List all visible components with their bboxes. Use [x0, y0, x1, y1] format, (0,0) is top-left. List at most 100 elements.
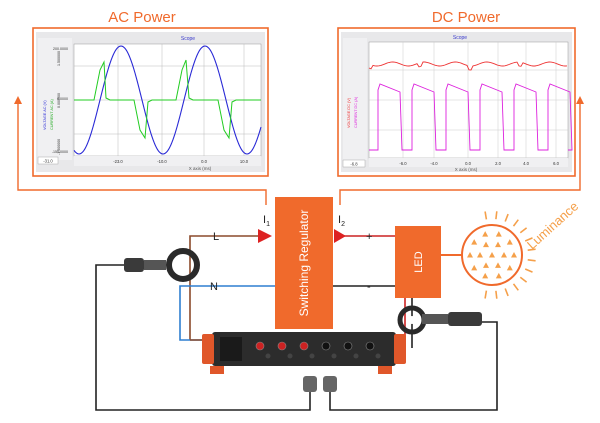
clamp-body — [422, 314, 448, 324]
dc-probe-plug — [323, 376, 337, 392]
input-jack-small — [331, 353, 337, 359]
line-label: L — [213, 231, 219, 243]
led-chip — [471, 239, 478, 245]
led-chip — [495, 231, 502, 237]
light-ray — [504, 288, 509, 297]
dc-x-axis-title: X axis (ms) — [455, 167, 478, 172]
current-in-arrow — [258, 229, 272, 243]
light-ray — [504, 213, 509, 222]
analyzer-display — [220, 337, 242, 361]
led-label: LED — [413, 251, 425, 272]
dc-current-axis-label: CURRENT DC (A) — [354, 96, 358, 128]
ac-feedback-arrowhead — [14, 96, 22, 104]
input-jack — [255, 341, 265, 351]
dc-x-corner-box — [342, 159, 366, 168]
ac-y-right-tick: 0.000000 — [57, 93, 61, 108]
dc-feedback-arrowhead — [576, 96, 584, 104]
neutral-label: N — [210, 281, 218, 293]
clamp-opening — [408, 316, 416, 324]
power-analyzer-icon — [202, 332, 406, 374]
light-ray — [512, 283, 519, 291]
input-jack — [277, 341, 287, 351]
clamp-jaw — [166, 248, 200, 282]
current-out-arrow — [334, 229, 346, 243]
dc-x-axis-panel — [369, 158, 568, 167]
switching-regulator-label: Switching Regulator — [297, 210, 311, 317]
ac-probe-plug — [303, 376, 317, 392]
light-ray — [495, 290, 498, 299]
analyzer-bumper-left — [202, 334, 214, 364]
ac-y-right-tick: 1.500000 — [57, 51, 61, 66]
light-ray — [484, 290, 488, 299]
ac-x-corner-value: -31.0 — [43, 159, 53, 164]
input-jack-small — [309, 353, 315, 359]
led-chip — [483, 262, 489, 268]
ac-power-title: AC Power — [108, 9, 176, 26]
led-bulb-icon: Luminance — [461, 199, 581, 299]
dc-y-axis-panel — [343, 38, 367, 160]
dc-scope-title: Scope — [453, 35, 467, 41]
ac-voltage-axis-label: VOLTAGE AC (V) — [43, 100, 47, 130]
current-clamp-ac-icon — [124, 248, 200, 282]
input-jack — [343, 341, 353, 351]
bulb-cells — [467, 231, 517, 279]
ac-x-axis-panel — [74, 156, 261, 166]
dc-x-tick: -6.0 — [399, 161, 407, 166]
clamp-handle — [124, 258, 144, 272]
led-chip — [482, 231, 489, 237]
current-in-label: I1 — [263, 214, 270, 228]
led-chip — [495, 272, 502, 279]
ac-y-left-tick: 200.0000 — [53, 47, 68, 51]
line-wire — [189, 235, 258, 340]
ac-x-tick: 10.0 — [240, 159, 249, 164]
light-ray — [524, 237, 533, 242]
ac-current-trace — [74, 59, 261, 140]
analyzer-jacks — [255, 341, 381, 359]
ac-probe-cable — [95, 264, 311, 411]
led-chip — [483, 241, 489, 248]
clamp-body — [144, 260, 166, 270]
ac-scope-title: Scope — [181, 36, 195, 42]
analyzer-foot-left — [210, 366, 224, 374]
circuit-blocks: Switching Regulator LED — [275, 197, 463, 329]
light-ray — [512, 219, 519, 227]
ac-x-corner-box — [37, 156, 59, 165]
dc-voltage-trace — [368, 61, 568, 71]
clamp-handle — [448, 312, 482, 326]
dc-probe-cable — [329, 321, 498, 411]
luminance-label: Luminance — [524, 199, 581, 253]
ac-x-tick: -23.0 — [113, 159, 123, 164]
ac-current-axis-label: CURRENT AC (A) — [50, 99, 54, 130]
plus-label: + — [366, 231, 372, 243]
light-rays — [484, 211, 536, 299]
light-ray — [524, 268, 533, 273]
light-ray — [527, 259, 536, 262]
ac-y-left-tick: -150.0000 — [52, 150, 68, 154]
dc-x-corner-value: -6.8 — [350, 162, 358, 167]
led-chip — [489, 252, 495, 258]
led-chip — [501, 252, 507, 258]
ac-grid — [74, 44, 261, 156]
led-chip — [467, 252, 473, 258]
ac-x-tick: -10.0 — [157, 159, 167, 164]
circuit-labels: L N I1 I2 + - — [210, 214, 372, 293]
input-jack — [299, 341, 309, 351]
dc-grid — [369, 42, 568, 158]
led-chip — [477, 252, 483, 258]
ac-y-axis-panel — [38, 38, 72, 160]
dc-feedback-line — [339, 102, 581, 205]
led-chip — [471, 264, 478, 271]
ac-y-left-tick: 0.0000 — [57, 97, 68, 101]
input-jack-small — [265, 353, 271, 359]
light-ray — [484, 211, 488, 220]
ac-x-axis-title: X axis (ms) — [189, 166, 212, 171]
input-jack-small — [375, 353, 381, 359]
feedback-connectors — [14, 96, 584, 205]
current-clamp-dc-icon — [397, 305, 482, 335]
dc-x-tick: -4.0 — [430, 161, 438, 166]
led-chip — [506, 239, 513, 245]
ac-y-right-tick: -1.500000 — [57, 139, 61, 155]
input-jack — [321, 341, 331, 351]
ac-feedback-line — [17, 102, 267, 205]
